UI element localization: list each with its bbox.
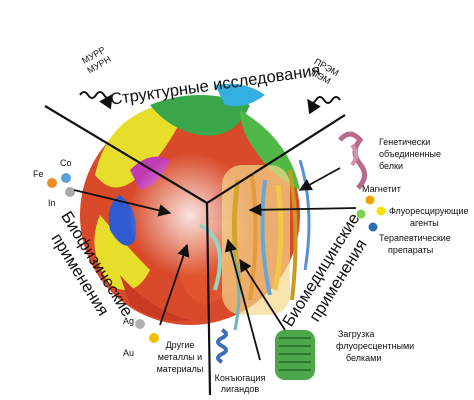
saxs-sans-labels: МУРР МУРН (80, 45, 113, 76)
svg-text:белки: белки (379, 161, 403, 171)
genetic-fusion-arrow (298, 167, 341, 191)
co-label: Co (60, 158, 72, 168)
svg-text:Генетически: Генетически (379, 137, 430, 147)
svg-text:Флуоресцирующие: Флуоресцирующие (389, 206, 468, 216)
svg-text:Терапевтические: Терапевтические (379, 233, 451, 243)
wavy-arrow-left-icon (79, 91, 113, 110)
svg-text:металлы и: металлы и (158, 352, 202, 362)
ligand-arrow (224, 238, 261, 361)
svg-text:объединенные: объединенные (379, 149, 441, 159)
co-dot (61, 173, 71, 183)
agents-arrow (248, 203, 357, 217)
svg-text:Конъюгация: Конъюгация (215, 373, 266, 383)
other-metals-arrow (159, 243, 190, 326)
genetic-fusion-callout: Генетически объединенные белки (379, 137, 441, 171)
fluorescent-agent-yellow-dot (376, 206, 386, 216)
ligand-conjugation-callout: Конъюгация лигандов (215, 373, 266, 394)
metals-arrow (73, 189, 172, 217)
sector-dividers (44, 105, 346, 396)
gfp-barrel-icon (275, 330, 315, 380)
fluorescent-agents-callout: Флуоресцирующие агенты (389, 206, 468, 228)
in-label: In (48, 198, 56, 208)
svg-text:материалы: материалы (157, 364, 204, 374)
therapeutic-dot (368, 222, 378, 232)
magnetite-dot (365, 195, 375, 205)
svg-text:препараты: препараты (388, 245, 433, 255)
au-dot (149, 333, 159, 343)
in-dot (65, 187, 75, 197)
therapeutic-callout: Терапевтические препараты (379, 233, 451, 255)
svg-text:агенты: агенты (410, 218, 439, 228)
ag-label: Ag (123, 316, 134, 326)
svg-text:белками: белками (346, 353, 381, 363)
au-label: Au (123, 348, 134, 358)
svg-text:флуоресцентными: флуоресцентными (336, 341, 414, 351)
tem-labels: ПРЭМ ПЭМ (310, 56, 341, 86)
ligand-helix-icon (216, 328, 228, 364)
fluorescent-agent-green-dot (356, 209, 366, 219)
svg-text:лигандов: лигандов (221, 384, 260, 394)
genetic-fusion-protein-icon (338, 131, 367, 190)
wavy-arrow-right-icon (307, 96, 341, 115)
ag-dot (135, 319, 145, 329)
fe-dot (47, 178, 57, 188)
fe-label: Fe (33, 169, 44, 179)
other-metals-callout: Другие металлы и материалы (157, 340, 204, 374)
svg-text:Загрузка: Загрузка (338, 329, 374, 339)
magnetite-label: Магнетит (362, 184, 401, 194)
svg-text:Другие: Другие (166, 340, 195, 350)
fluorescent-loading-callout: Загрузка флуоресцентными белками (336, 329, 414, 363)
gfp-arrow (239, 258, 286, 331)
